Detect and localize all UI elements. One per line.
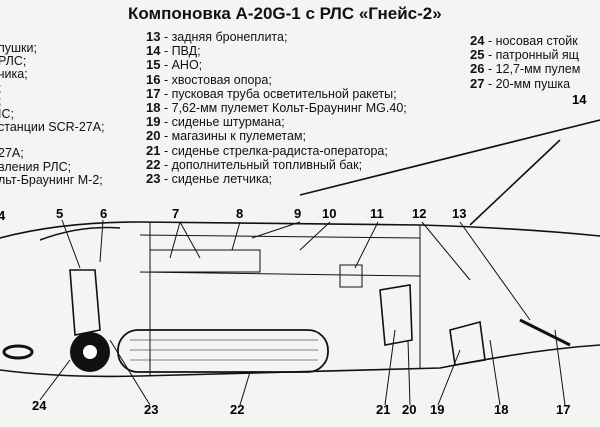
legend-item: 13 - задняя бронеплита; [146,30,407,44]
legend-number: 24 [470,33,485,48]
legend-item: 26 - 12,7-мм пулем [470,62,580,76]
legend-number: 18 [146,100,161,116]
legend-text: - пусковая труба осветительной ракеты; [160,86,397,101]
legend-text: - ПВД; [160,44,201,59]
legend-item: вления РЛС; [0,159,72,174]
gunner-seat [379,284,413,346]
callout-13: 13 [452,206,466,221]
legend-middle: 13 - задняя бронеплита;14 - ПВД;15 - АНО… [146,30,407,186]
legend-item: РЛС; [0,54,27,69]
legend-number: 20 [146,128,161,144]
legend-item: чика; [0,67,28,82]
legend-item: 21 - сиденье стрелка-радиста-оператора; [146,144,407,158]
callout-22: 22 [230,402,244,417]
callout-20: 20 [402,402,416,417]
legend-text: - АНО; [160,58,203,73]
callout-9: 9 [294,206,301,221]
legend-item: льт-Браунинг М-2; [0,172,103,187]
legend-number: 17 [146,85,161,101]
legend-item: 20 - магазины к пулеметам; [146,129,407,143]
legend-number: 19 [146,114,161,130]
fuel-tank [117,329,329,373]
legend-number: 21 [146,142,161,158]
legend-text: - 12,7-мм пулем [484,62,581,77]
legend-text: - хвостовая опора; [160,72,272,87]
fuselage-bottom [0,344,600,378]
callout-4: 4 [0,208,6,223]
legend-item: 16 - хвостовая опора; [146,73,407,87]
callout-7: 7 [172,206,179,221]
legend-item: пушки; [0,41,37,55]
callout-14: 14 [572,92,587,107]
legend-left: пушки; РЛС; чика; ; ; ІС; станции SCR-27… [0,41,105,187]
legend-text: - патронный ящ [484,48,579,63]
legend-item: 23 - сиденье летчика; [146,172,407,186]
legend-item: 24 - носовая стойк [470,34,580,48]
legend-number: 27 [470,75,485,91]
legend-item: 27A; [0,146,24,161]
legend-text: - сиденье стрелка-радиста-оператора; [160,143,388,158]
legend-number: 26 [470,61,485,77]
legend-text: - сиденье штурмана; [160,115,285,130]
legend-text: - дополнительный топливный бак; [160,157,363,172]
canopy [39,226,121,241]
diagram-title: Компоновка А-20G-1 с РЛС «Гнейс-2» [128,4,442,23]
legend-item: ; [0,94,105,108]
legend-number: 23 [146,171,161,187]
legend-text: - задняя бронеплита; [160,30,288,44]
legend-text: - носовая стойк [484,34,578,48]
callout-5: 5 [56,206,63,221]
legend-item: ; [0,81,105,95]
callout-23: 23 [144,402,158,417]
legend-item: 15 - АНО; [146,58,407,72]
legend-number: 25 [470,47,485,63]
callout-11: 11 [370,206,384,221]
fuselage-top [0,221,600,239]
legend-text: - 20-мм пушка [484,76,571,91]
legend-item: ІС; [0,107,14,122]
legend-number: 13 [146,29,161,44]
fin [299,119,600,226]
callout-24: 24 [32,398,47,413]
legend-item: станции SCR-27A; [0,120,105,135]
legend-text: - магазины к пулеметам; [160,129,306,144]
callout-17: 17 [556,402,570,417]
pilot-seat [69,269,101,336]
callout-19: 19 [430,402,444,417]
legend-number: 16 [146,71,161,87]
legend-item: 25 - патронный ящ [470,48,580,62]
legend-item: 14 - ПВД; [146,44,407,58]
legend-number: 22 [146,156,161,172]
legend-item: 22 - дополнительный топливный бак; [146,158,407,172]
legend-item: 27 - 20-мм пушка [470,77,580,91]
legend-text: - сиденье летчика; [160,172,273,187]
callout-8: 8 [236,206,243,221]
legend-item: 19 - сиденье штурмана; [146,115,407,129]
callout-21: 21 [376,402,390,417]
callout-12: 12 [412,206,426,221]
callout-6: 6 [100,206,107,221]
callout-10: 10 [322,206,336,221]
legend-item: 18 - 7,62-мм пулемет Кольт-Браунинг MG.4… [146,101,407,115]
callout-18: 18 [494,402,508,417]
legend-number: 14 [146,43,161,59]
navigator-seat [449,320,486,366]
legend-text: - 7,62-мм пулемет Кольт-Браунинг MG.40; [160,101,407,116]
legend-number: 15 [146,57,161,73]
legend-item: 17 - пусковая труба осветительной ракеты… [146,87,407,101]
